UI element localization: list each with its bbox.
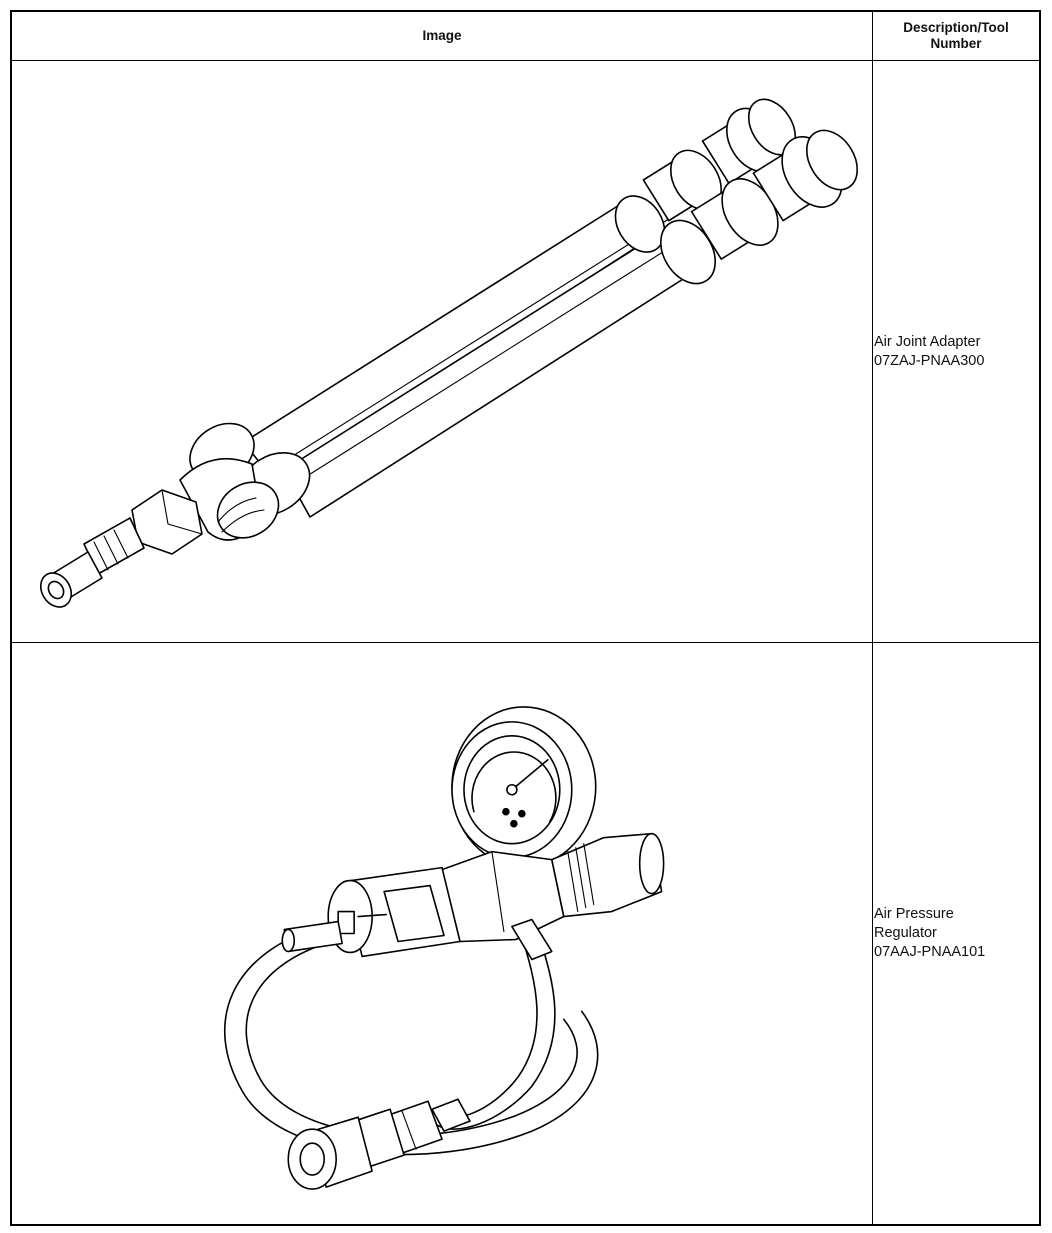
row-divider [12, 642, 1039, 643]
description-air-joint-adapter: Air Joint Adapter 07ZAJ-PNAA300 [874, 334, 985, 369]
header-divider [12, 60, 1039, 61]
header-image: Image [422, 28, 462, 43]
description-air-pressure-regulator: Air Pressure Regulator 07AAJ-PNAA101 [874, 906, 986, 960]
air-joint-adapter-illustration [39, 98, 859, 608]
air-pressure-regulator-illustration [223, 706, 665, 1190]
column-divider [872, 12, 873, 1224]
tool-table: Image Description/Tool Number [10, 10, 1041, 1226]
header-description: Description/Tool Number [903, 20, 1009, 51]
